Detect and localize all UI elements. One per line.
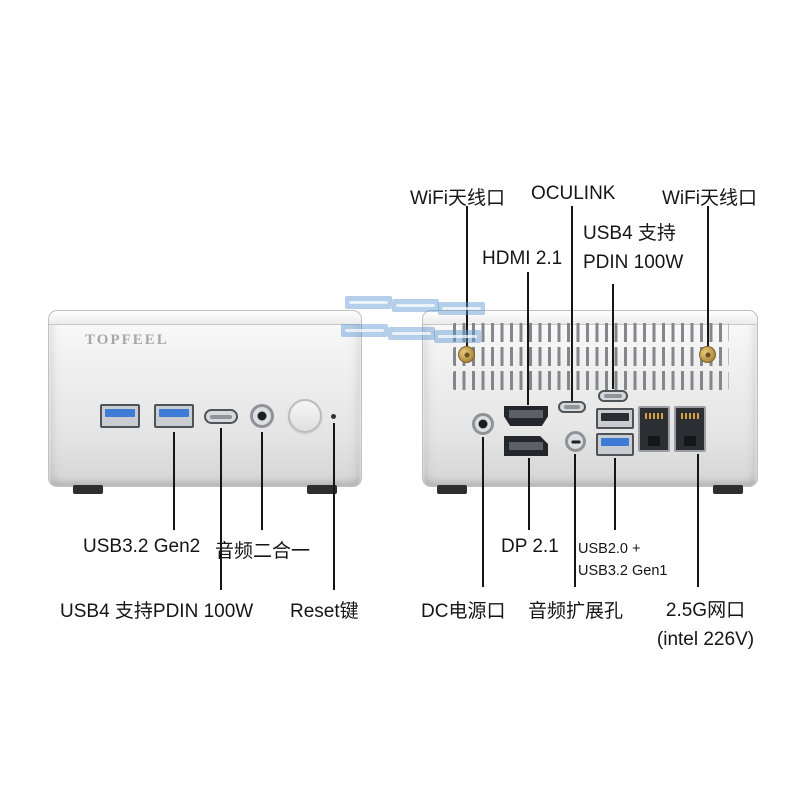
label-wifi-antenna-left: WiFi天线口 (410, 188, 505, 209)
vent-grille (453, 323, 729, 395)
device-foot (73, 485, 103, 494)
vent-row (453, 323, 729, 342)
watermark-badge (392, 299, 439, 312)
callout-line-wifi-left (466, 206, 468, 346)
usb2-port-icon (596, 408, 634, 429)
device-foot (713, 485, 743, 494)
label-usb-combo-line1: USB2.0 + (578, 541, 641, 557)
label-audio-combo: 音频二合一 (215, 541, 311, 562)
label-usb4-front: USB4 支持PDIN 100W (60, 601, 254, 622)
label-dp: DP 2.1 (501, 536, 559, 557)
usb-c-port-icon (204, 409, 238, 424)
rj45-slot (684, 436, 696, 446)
usb-tongue (105, 409, 135, 417)
label-lan-line1: 2.5G网口 (665, 600, 746, 621)
device-foot (437, 485, 467, 494)
usb-a-port-icon (100, 404, 140, 428)
watermark-badge (388, 327, 435, 340)
callout-line-lan (697, 454, 699, 587)
ethernet-port-icon (638, 406, 670, 452)
label-reset: Reset键 (290, 601, 359, 622)
callout-line-reset (333, 423, 335, 590)
usb-c-slot (604, 394, 622, 398)
rj45-contacts (645, 413, 663, 419)
jack-hole (478, 419, 488, 429)
callout-line-audio-expansion (574, 454, 576, 587)
callout-line-audio-combo (261, 432, 263, 530)
reset-pinhole-icon (331, 414, 336, 419)
jack-hole (257, 411, 267, 421)
label-hdmi: HDMI 2.1 (482, 248, 563, 269)
jack-minus-slot (571, 440, 580, 443)
oculink-slot (564, 405, 580, 409)
watermark-badge (434, 330, 481, 343)
label-usb-combo: USB2.0 + USB3.2 Gen1 (578, 538, 667, 583)
oculink-port-icon (558, 401, 586, 413)
watermark-badge (438, 302, 485, 315)
label-oculink: OCULINK (531, 183, 616, 204)
hdmi-slot (509, 410, 543, 418)
watermark-badge (345, 296, 392, 309)
label-usb4-back: USB4 支持 PDIN 100W (583, 219, 683, 278)
usb-a-port-icon (154, 404, 194, 428)
usb3-port-icon (596, 433, 634, 456)
vent-row (453, 371, 729, 390)
dp-port-icon (504, 436, 548, 456)
label-lan-line2: (intel 226V) (656, 629, 755, 651)
callout-line-dp (528, 458, 530, 530)
dp-slot (509, 442, 543, 450)
usb-c-slot (210, 414, 232, 419)
rj45-slot (648, 436, 660, 446)
watermark-badge (341, 324, 388, 337)
label-lan: 2.5G网口 (intel 226V) (648, 596, 763, 655)
label-usb-combo-line2: USB3.2 Gen1 (578, 563, 668, 580)
rj45-contacts (681, 413, 699, 419)
label-wifi-antenna-right: WiFi天线口 (662, 188, 757, 209)
device-foot (307, 485, 337, 494)
audio-jack-icon (250, 404, 274, 428)
antenna-pin (464, 352, 469, 357)
wifi-antenna-connector-icon (458, 346, 475, 363)
label-audio-expansion: 音频扩展孔 (528, 601, 624, 622)
callout-line-usb4-back (612, 284, 614, 389)
callout-line-usb32 (173, 432, 175, 530)
callout-line-wifi-right (707, 206, 709, 346)
dc-jack-icon (472, 413, 494, 435)
ethernet-port-icon (674, 406, 706, 452)
callout-line-usb-combo (614, 458, 616, 530)
callout-line-usb4-front (220, 428, 222, 590)
mini-pc-front-view: TOPFEEL (48, 310, 362, 494)
label-usb32: USB3.2 Gen2 (83, 536, 201, 557)
usb-tongue (601, 413, 629, 421)
device-top-edge (49, 311, 361, 325)
power-button-icon (288, 399, 322, 433)
callout-line-dc (482, 437, 484, 587)
hdmi-port-icon (504, 406, 548, 426)
label-usb4-back-line1: USB4 支持 (583, 223, 676, 244)
usb4-port-icon (598, 390, 628, 402)
mini-pc-back-view (422, 310, 758, 494)
callout-line-hdmi (527, 272, 529, 405)
usb-tongue (601, 438, 629, 446)
label-usb4-back-line2: PDIN 100W (583, 252, 684, 274)
callout-line-oculink (571, 206, 573, 402)
wifi-antenna-connector-icon (699, 346, 716, 363)
brand-logo: TOPFEEL (85, 332, 169, 348)
audio-expansion-jack-icon (565, 431, 586, 452)
vent-row (453, 347, 729, 366)
antenna-pin (705, 352, 710, 357)
usb-tongue (159, 409, 189, 417)
label-dc-power: DC电源口 (421, 601, 506, 622)
